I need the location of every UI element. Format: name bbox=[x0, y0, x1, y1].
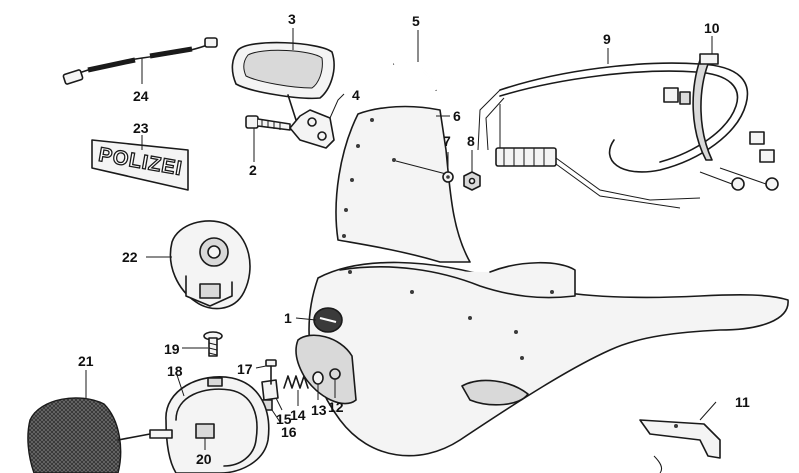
callout-4: 4 bbox=[352, 87, 360, 103]
part-12-nut bbox=[329, 368, 341, 398]
part-22-instrument-housing bbox=[146, 220, 251, 310]
callout-23: 23 bbox=[133, 120, 149, 136]
part-4-bracket bbox=[289, 93, 345, 149]
callout-numbers: 1 2 3 4 5 6 7 8 9 10 11 12 13 14 15 16 1… bbox=[78, 11, 750, 467]
part-10-cable-tie bbox=[692, 36, 719, 161]
callout-2: 2 bbox=[249, 162, 257, 178]
part-7-washer bbox=[442, 152, 454, 183]
part-2-screw bbox=[245, 115, 291, 162]
callout-5: 5 bbox=[412, 13, 420, 29]
callout-15: 15 bbox=[276, 411, 292, 427]
callout-13: 13 bbox=[311, 402, 327, 418]
callout-16: 16 bbox=[281, 424, 297, 440]
callout-22: 22 bbox=[122, 249, 138, 265]
callout-12: 12 bbox=[328, 399, 344, 415]
callout-24: 24 bbox=[133, 88, 149, 104]
callout-21: 21 bbox=[78, 353, 94, 369]
part-13-washer bbox=[312, 371, 324, 400]
callout-1: 1 bbox=[284, 310, 292, 326]
connector-block bbox=[495, 147, 557, 167]
callout-14: 14 bbox=[290, 407, 306, 423]
callout-18: 18 bbox=[167, 363, 183, 379]
part-11-bracket bbox=[639, 401, 721, 473]
callout-8: 8 bbox=[467, 133, 475, 149]
callout-3: 3 bbox=[288, 11, 296, 27]
callout-9: 9 bbox=[603, 31, 611, 47]
part-21-headlight-lens bbox=[27, 370, 173, 473]
part-17-screw bbox=[255, 359, 277, 385]
callout-19: 19 bbox=[164, 341, 180, 357]
part-19-screw bbox=[182, 331, 223, 357]
callout-7: 7 bbox=[443, 133, 451, 149]
callout-10: 10 bbox=[704, 20, 720, 36]
part-5-hose bbox=[393, 30, 438, 91]
part-14-spring bbox=[283, 375, 309, 406]
part-18-headlight-ring bbox=[165, 371, 270, 473]
callout-17: 17 bbox=[237, 361, 253, 377]
part-8-nut bbox=[463, 150, 481, 191]
part-9-wiring-harness bbox=[477, 48, 779, 209]
callout-11: 11 bbox=[735, 394, 750, 410]
part-1-fairing bbox=[295, 261, 789, 457]
part-6-windshield bbox=[335, 105, 471, 263]
callout-6: 6 bbox=[453, 108, 461, 124]
part-23-polizei-badge: POLIZEI bbox=[91, 135, 189, 191]
callout-20: 20 bbox=[196, 451, 212, 467]
part-24-wire-lead bbox=[62, 37, 218, 85]
